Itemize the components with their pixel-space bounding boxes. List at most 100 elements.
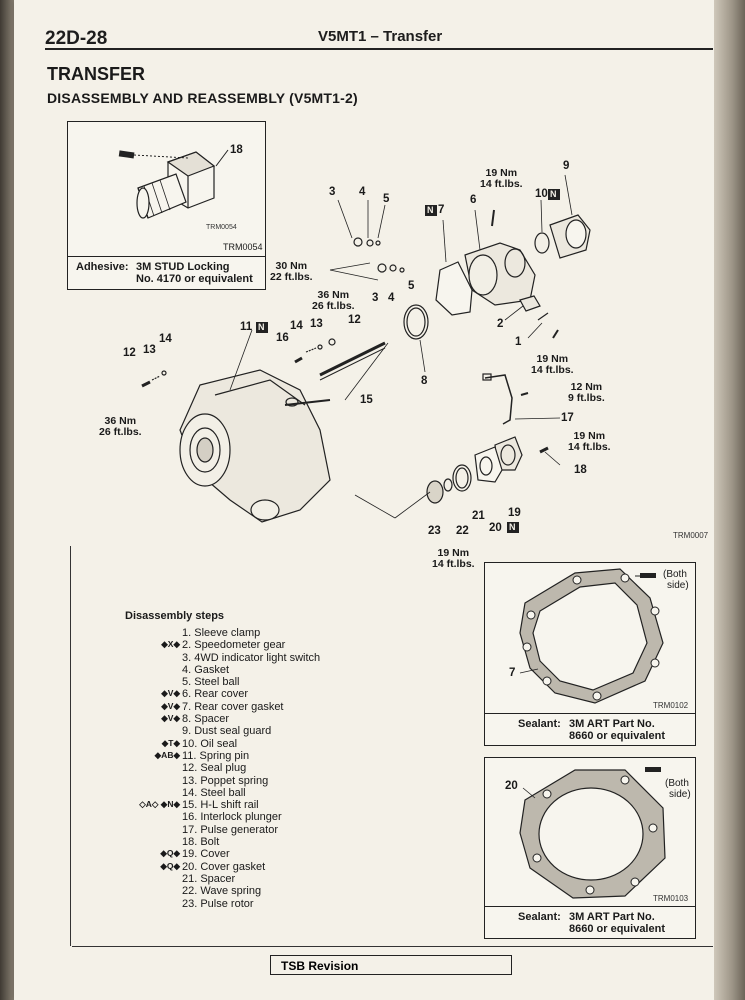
callout-15: 15	[360, 394, 373, 406]
step-item: ◆Q◆19. Cover	[160, 848, 230, 861]
rear-cover-gasket-box: 7 (Both side) TRM0102 Sealant: 3M ART Pa…	[484, 562, 696, 746]
callout-12a: 12	[123, 347, 136, 359]
badge-n-20: N	[509, 522, 516, 532]
step-item: 22. Wave spring	[182, 885, 262, 898]
callout-14b: 14	[290, 320, 303, 332]
step-item: 3. 4WD indicator light switch	[182, 651, 321, 664]
section-subtitle: DISASSEMBLY AND REASSEMBLY (V5MT1-2)	[47, 90, 358, 106]
exploded-transfer-drawing	[141, 174, 591, 533]
callout-7: 7	[438, 204, 445, 216]
callout-10: 10	[535, 188, 548, 200]
step-item: 1. Sleeve clamp	[182, 627, 261, 639]
inset-divider	[68, 256, 265, 257]
page-stack-edge	[714, 0, 745, 1000]
step-item: ◇A◇ ◆N◆15. H-L shift rail	[139, 799, 259, 812]
callout-2: 2	[497, 318, 504, 330]
step-item: ◆X◆2. Speedometer gear	[161, 639, 286, 652]
callout-5b: 5	[408, 280, 415, 292]
step-item: 16. Interlock plunger	[182, 811, 282, 824]
both-side-1b: (Both	[665, 778, 689, 789]
step-item: ◆V◆7. Rear cover gasket	[161, 700, 284, 713]
callout-20-gasket: 20	[505, 780, 518, 792]
sealant-line1-1: 3M ART Part No.	[569, 718, 655, 730]
image-code-small: TRM0054	[206, 224, 237, 231]
step-item: 4. Gasket	[182, 663, 230, 676]
callout-4b: 4	[388, 292, 395, 304]
step-item: 13. Poppet spring	[182, 774, 269, 787]
callout-8: 8	[421, 375, 428, 387]
callout-23: 23	[428, 525, 441, 537]
image-code: TRM0054	[223, 242, 263, 252]
callout-5a: 5	[383, 193, 390, 205]
cover-gasket-box: 20 (Both side) TRM0103 Sealant: 3M ART P…	[484, 757, 696, 939]
step-item: 12. Seal plug	[182, 762, 247, 775]
callout-19: 19	[508, 507, 521, 519]
callout-6: 6	[470, 194, 477, 206]
callout-7-gasket: 7	[509, 667, 516, 679]
sealant-line1-2: 3M ART Part No.	[569, 911, 655, 923]
rear-cover-gasket-drawing	[519, 568, 664, 704]
header-rule	[45, 48, 713, 50]
image-code-exploded: TRM0007	[673, 531, 709, 540]
adhesive-inset-box: 18 TRM0054 TRM0054 Adhesive: 3M STUD Loc…	[67, 121, 266, 290]
page-number: 22D-28	[45, 28, 108, 49]
section-title: TRANSFER	[47, 64, 145, 84]
gasket1-divider	[485, 713, 695, 714]
badge-n-11: N	[258, 322, 265, 332]
callout-4a: 4	[359, 186, 366, 198]
callout-18: 18	[574, 464, 587, 476]
sealant-label-2: Sealant:	[518, 911, 561, 923]
both-side-1: (Both	[663, 569, 687, 580]
footer-rule	[72, 946, 713, 947]
callout-20: 20	[489, 522, 502, 534]
adhesive-line1: 3M STUD Locking	[136, 261, 230, 273]
callout-18-inset: 18	[230, 144, 243, 156]
sealant-label-1: Sealant:	[518, 718, 561, 730]
callout-13a: 13	[143, 344, 156, 356]
page-header-title: V5MT1 – Transfer	[318, 28, 443, 45]
sealant-line2-2: 8660 or equivalent	[569, 923, 665, 935]
step-item: 9. Dust seal guard	[182, 725, 272, 738]
sealant-line2-1: 8660 or equivalent	[569, 730, 665, 742]
step-item: ◆V◆8. Spacer	[161, 713, 230, 726]
step-item: 23. Pulse rotor	[182, 897, 254, 910]
step-item: 17. Pulse generator	[182, 823, 279, 836]
badge-n-7: N	[427, 205, 434, 215]
step-item: 21. Spacer	[182, 872, 236, 885]
callout-11: 11	[240, 321, 253, 333]
page-left-edge	[0, 0, 14, 1000]
callout-21: 21	[472, 510, 485, 522]
disassembly-steps-title: Disassembly steps	[125, 610, 225, 622]
cover-gasket-drawing	[519, 767, 666, 899]
callout-3b: 3	[372, 292, 379, 304]
adhesive-label: Adhesive:	[76, 261, 129, 273]
step-item: ◆T◆10. Oil seal	[161, 737, 238, 750]
callout-16: 16	[276, 332, 289, 344]
callout-12b: 12	[348, 314, 361, 326]
step-item: 14. Steel ball	[182, 786, 246, 799]
stud-bolt-drawing	[118, 149, 229, 219]
both-side-2: side)	[667, 580, 689, 591]
step-item: ◆AB◆11. Spring pin	[154, 749, 250, 762]
badge-n-10: N	[550, 189, 557, 199]
image-code-gasket-1: TRM0102	[653, 701, 689, 710]
callout-3a: 3	[329, 186, 336, 198]
callout-14a: 14	[159, 333, 172, 345]
step-item: ◆Q◆20. Cover gasket	[160, 860, 266, 873]
callout-17: 17	[561, 412, 574, 424]
gasket2-divider	[485, 906, 695, 907]
step-item: 5. Steel ball	[182, 676, 240, 689]
callout-22: 22	[456, 525, 469, 537]
step-item: ◆V◆6. Rear cover	[161, 688, 249, 701]
section-bracket-line	[70, 546, 71, 946]
n-badges	[256, 189, 560, 533]
tsb-revision-box: TSB Revision	[270, 955, 512, 975]
